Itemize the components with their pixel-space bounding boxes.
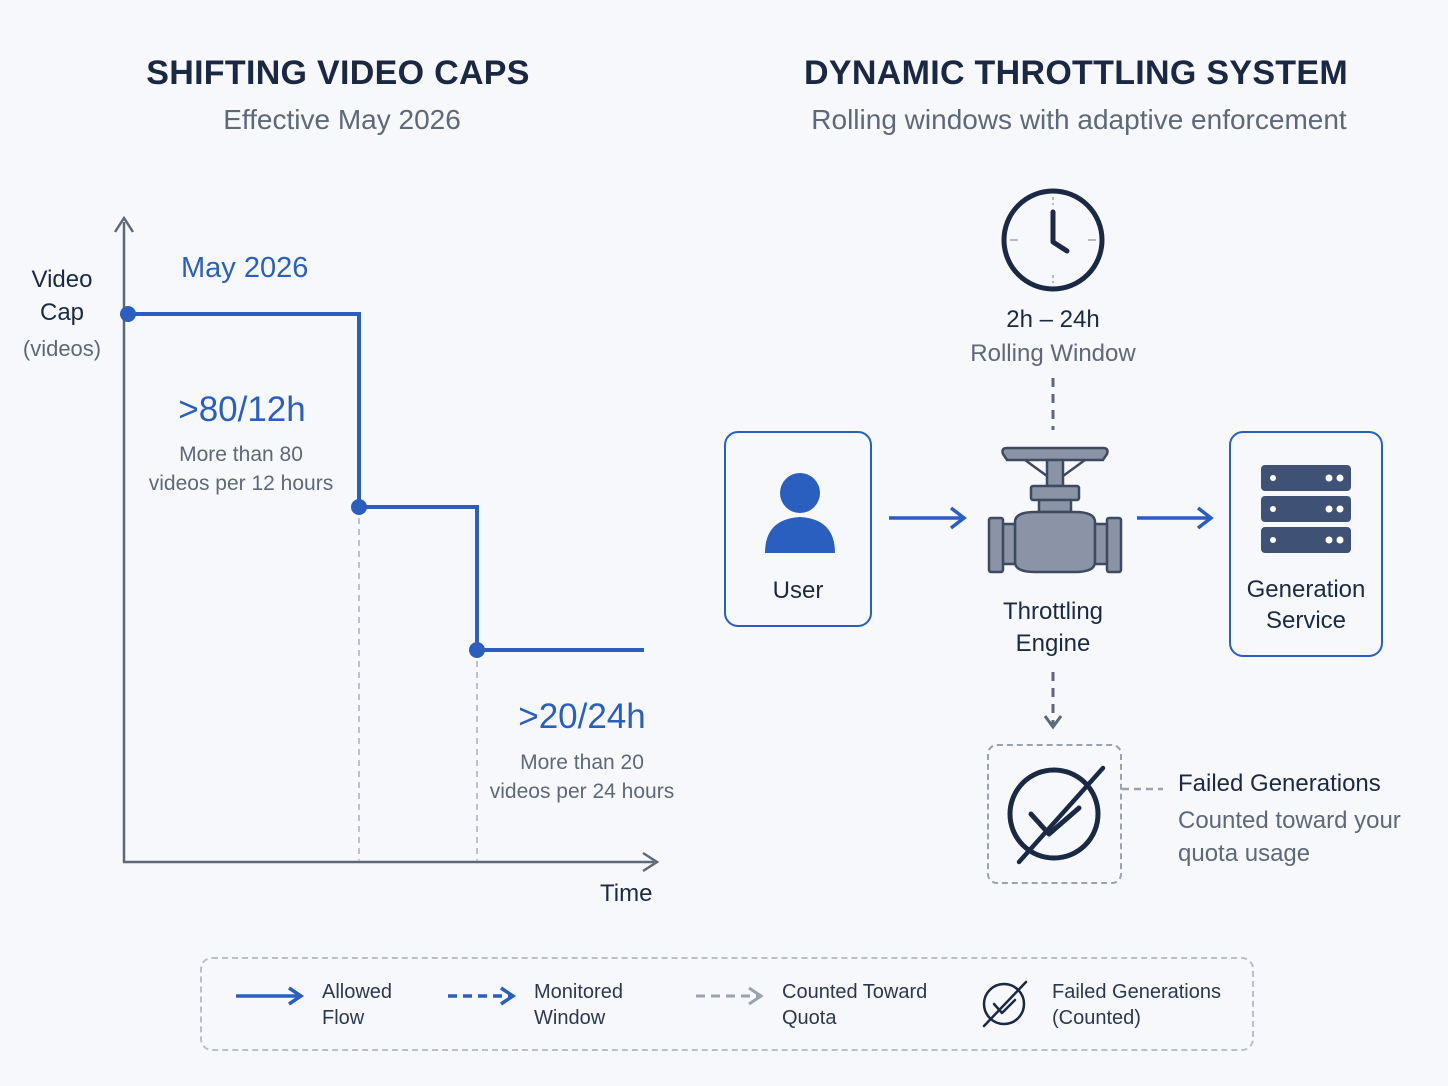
x-axis-label: Time [600,880,653,907]
legend [200,957,1254,1051]
user-label: User [772,577,824,604]
user-box: User [724,431,872,627]
clock-icon [1001,188,1105,292]
legend-failed-counted: Failed Generations (Counted) [1052,981,1221,1029]
cap-low-value: >20/24h [518,697,646,736]
service-label-2: Service [1265,607,1347,634]
legend-monitored-window: Monitored Window [534,981,623,1029]
failed-desc-2: quota usage [1178,840,1311,867]
y-axis-unit: (videos) [22,336,102,361]
left-title: SHIFTING VIDEO CAPS [146,54,530,92]
step-point-2 [469,642,485,658]
cap-low-desc-1: More than 20 [520,751,644,774]
right-title: DYNAMIC THROTTLING SYSTEM [804,54,1348,92]
engine-label-2: Engine [1015,630,1091,657]
legend-counted-quota: Counted Toward Quota [782,981,928,1029]
legend-monitored-window-icon [448,986,517,1006]
period-label: May 2026 [181,252,309,284]
legend-allowed-flow: Allowed Flow [322,981,393,1029]
valve-icon [987,446,1123,574]
window-range: 2h – 24h [1006,306,1100,333]
cap-step-line [128,312,644,652]
failed-check-icon [1007,765,1106,865]
legend-counted-quota-icon [696,986,764,1006]
y-axis-label-2: Cap [39,299,85,326]
step-point-start [120,306,136,322]
legend-failed-icon [982,980,1028,1028]
y-axis-arrow [113,215,135,233]
service-label-1: Generation [1246,576,1366,603]
legend-allowed-flow-icon [236,986,305,1006]
cap-high-desc-2: videos per 12 hours [148,472,334,495]
failed-title: Failed Generations [1178,770,1381,797]
right-subtitle: Rolling windows with adaptive enforcemen… [811,104,1347,135]
cap-high-value: >80/12h [178,390,306,429]
window-label: Rolling Window [970,340,1136,367]
server-icon [1261,465,1351,553]
generation-service-box: Generation Service [1229,431,1383,657]
user-icon [765,473,835,553]
failed-generations-box [987,744,1122,884]
engine-label-1: Throttling [1002,598,1104,625]
y-axis-label-1: Video [31,266,93,293]
cap-high-desc-1: More than 80 [179,443,303,466]
left-subtitle: Effective May 2026 [223,104,461,135]
step-point-1 [351,499,367,515]
cap-low-desc-2: videos per 24 hours [489,780,675,803]
failed-desc-1: Counted toward your [1178,807,1401,834]
x-axis-arrow [642,851,660,873]
